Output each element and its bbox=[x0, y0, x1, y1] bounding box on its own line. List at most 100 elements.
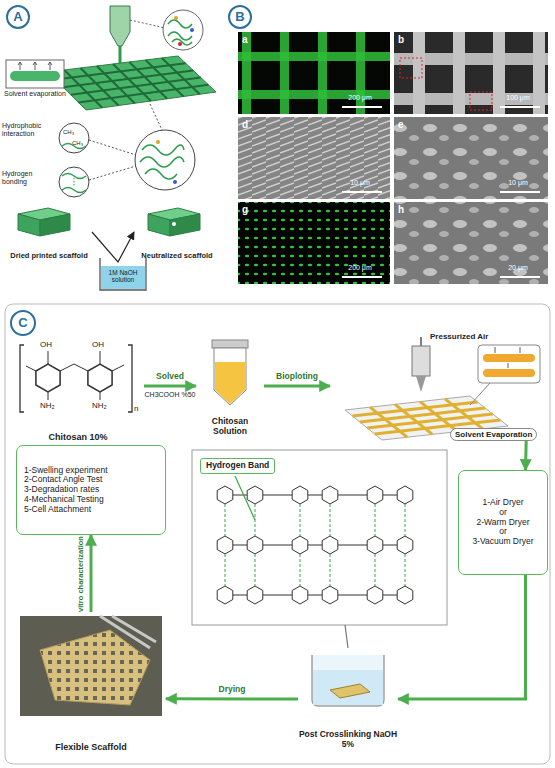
annotation-label: e bbox=[398, 119, 404, 131]
panel-c-art-part bbox=[215, 362, 245, 404]
panel-c-art-part-part bbox=[247, 536, 263, 554]
panel-c-art-part bbox=[412, 346, 430, 376]
panel-b-micrographs-part bbox=[238, 32, 390, 114]
panel-c-art-part-part bbox=[397, 586, 413, 604]
panel-a-art-part-part bbox=[146, 60, 184, 97]
panel-a-art-part bbox=[59, 123, 89, 153]
panel-a-art-part bbox=[18, 214, 40, 236]
annotation-label: d bbox=[242, 119, 248, 131]
dryer-box: 1-Air Dryeror2-Warm Dryeror3-Vacuum Drye… bbox=[458, 470, 548, 575]
panel-b-micrographs bbox=[238, 32, 548, 284]
node-text: 5-Cell Attachment bbox=[24, 505, 91, 515]
panel-a-art-part bbox=[100, 258, 146, 290]
panel-a-art-part bbox=[48, 56, 216, 110]
panel-b-micrographs-part bbox=[238, 117, 390, 199]
annotation-label: 200 μm bbox=[338, 94, 382, 102]
node-text: Hydrogen Band bbox=[200, 458, 275, 474]
node-text: 1-Air Dryer bbox=[482, 498, 523, 508]
panel-c-art bbox=[5, 304, 550, 764]
panel-a-art-part bbox=[170, 214, 200, 236]
panel-c-art-part-part bbox=[247, 586, 263, 604]
panel-b-micrographs-part-part bbox=[500, 106, 540, 108]
panel-a-art-part-part bbox=[113, 64, 151, 101]
panel-c-art-part bbox=[20, 616, 162, 716]
annotation-label: 100 μm bbox=[496, 94, 540, 102]
panel-a-art-part bbox=[168, 20, 192, 45]
panel-a-art-part bbox=[130, 20, 165, 28]
flow-arrow bbox=[144, 385, 196, 388]
panel-a-art-part-part bbox=[81, 68, 119, 106]
panel-c-art-part bbox=[5, 304, 550, 764]
annotation-label: CH₃ bbox=[72, 140, 83, 147]
annotation-label: CH3COOH %50 bbox=[140, 391, 200, 399]
edge-label: Solved bbox=[156, 372, 184, 381]
annotation-label: OH bbox=[92, 340, 104, 349]
panel-c-art-part-part bbox=[217, 536, 233, 554]
panel-c-art-part bbox=[192, 450, 447, 625]
network-box: Hydrogen Band bbox=[192, 450, 447, 625]
panel-a-art-part bbox=[6, 60, 64, 88]
node-text: 2-Warm Dryer bbox=[476, 518, 529, 528]
panel-b-micrographs-part bbox=[470, 92, 492, 110]
node-text: 3-Vacuum Dryer bbox=[472, 537, 533, 547]
annotation-label: NH₂ bbox=[92, 401, 107, 410]
node-text: Pressurized Air bbox=[430, 332, 488, 341]
panel-c-art-part-part bbox=[292, 586, 308, 604]
panel-a-art-part bbox=[190, 28, 194, 32]
panel-a-art-part bbox=[148, 214, 170, 236]
panel-c-art-part-part bbox=[217, 586, 233, 604]
annotation-label: CH₃ bbox=[63, 129, 74, 136]
node-text: Chitosan 10% bbox=[48, 432, 107, 442]
edge-label: Drying bbox=[219, 685, 246, 694]
panel-b-micrographs-part-part bbox=[500, 276, 540, 278]
annotation-label: g bbox=[242, 204, 248, 216]
panel-a-art-part-part bbox=[162, 58, 200, 94]
flow-arrow bbox=[166, 697, 298, 700]
panel-c-art-part-part bbox=[367, 586, 383, 604]
node-text: or bbox=[499, 527, 507, 537]
panel-c-art-part bbox=[100, 616, 156, 648]
panel-a-art-part-part bbox=[97, 66, 135, 103]
panel-c-art-part bbox=[217, 476, 413, 604]
flow-arrow bbox=[90, 535, 93, 612]
annotation-label: NH₂ bbox=[40, 401, 55, 410]
panel-a-art-part bbox=[174, 16, 178, 20]
panel-a-art-part bbox=[173, 180, 177, 184]
panel-a-art-part bbox=[178, 42, 182, 46]
panel-b-micrographs-part bbox=[394, 202, 548, 284]
panel-a-art-part-part bbox=[64, 70, 102, 108]
panel-c-art-part-part bbox=[225, 504, 405, 586]
annotation-label: Hydrogen bonding bbox=[2, 170, 57, 186]
node-text: Chitosan Solution bbox=[196, 417, 264, 437]
panel-c-art-part-part bbox=[235, 476, 255, 520]
panel-b-micrographs-part-part bbox=[342, 191, 382, 193]
panel-a-art-part bbox=[140, 145, 184, 179]
panel-a-art-part bbox=[59, 167, 89, 197]
panel-letter: A bbox=[6, 5, 30, 29]
panel-c-art-part bbox=[495, 347, 520, 368]
panel-b-micrographs-part-part bbox=[342, 106, 382, 108]
panel-c-art-part bbox=[330, 684, 370, 698]
panel-c-art-part bbox=[212, 340, 248, 348]
panel-a-art bbox=[6, 6, 216, 290]
panel-c-art-part-part bbox=[367, 486, 383, 504]
annotation-label: a bbox=[242, 34, 248, 46]
node-text: B bbox=[235, 10, 244, 25]
panel-c-art-part bbox=[36, 364, 60, 392]
panel-c-art-part-part bbox=[370, 407, 407, 437]
panel-a-art-part bbox=[10, 71, 60, 81]
panel-c-art-part bbox=[312, 655, 384, 706]
node-text: 4-Mechanical Testing bbox=[24, 495, 104, 505]
panel-a-art-part bbox=[172, 222, 176, 226]
edge-label: Bioploting bbox=[276, 372, 318, 381]
crosslink-beaker: Post Crosslinking NaOH 5% bbox=[298, 648, 398, 750]
panel-a-art-part bbox=[56, 58, 209, 108]
solution-tube: Chitosan Solution bbox=[196, 335, 264, 437]
panel-a-art-part bbox=[89, 166, 136, 180]
flow-arrow bbox=[524, 440, 528, 470]
panel-c-art-part-part bbox=[322, 536, 338, 554]
panel-c-art-part bbox=[214, 348, 246, 405]
panel-a-art-part bbox=[40, 214, 70, 236]
scaffold-icon: Dried printed scaffold bbox=[6, 203, 92, 261]
